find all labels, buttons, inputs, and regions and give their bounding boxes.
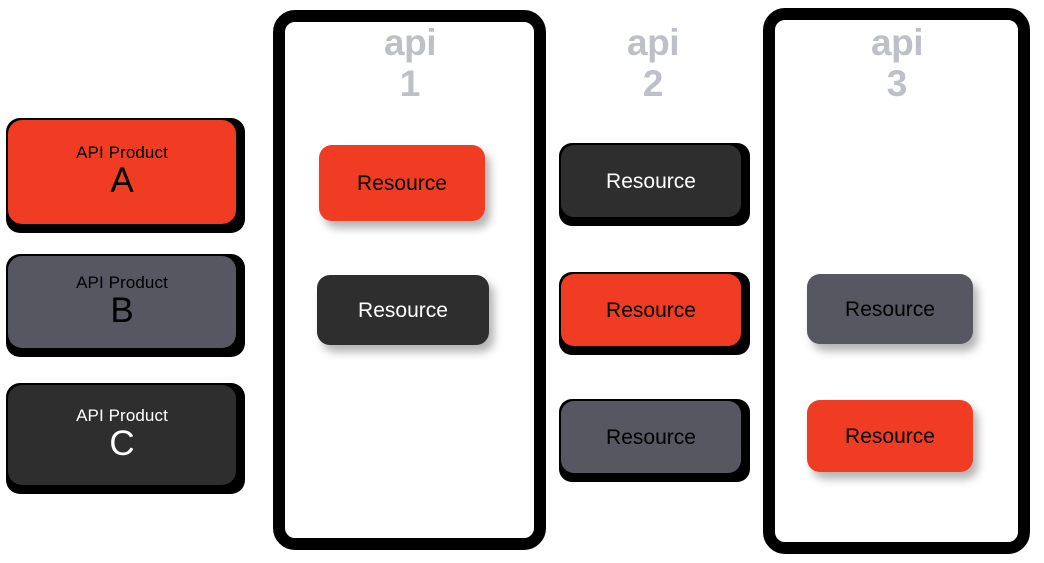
api-product-letter: C [109, 424, 135, 464]
api-heading-word: api [627, 22, 679, 63]
resource-label: Resource [845, 297, 935, 321]
resource-box[interactable]: Resource [807, 274, 973, 344]
api-product-title: API Product [76, 406, 168, 426]
resource-box[interactable]: Resource [561, 401, 741, 473]
resource-box[interactable]: Resource [319, 145, 485, 221]
resource-box[interactable]: Resource [561, 274, 741, 346]
api-heading-number: 1 [399, 62, 421, 104]
resource-box[interactable]: Resource [807, 400, 973, 472]
resource-box[interactable]: Resource [317, 275, 489, 345]
api-heading-number: 2 [642, 62, 664, 104]
resource-label: Resource [358, 298, 448, 322]
resource-label: Resource [845, 424, 935, 448]
resource-label: Resource [606, 425, 696, 449]
api-heading-number: 3 [886, 62, 908, 104]
resource-box[interactable]: Resource [561, 145, 741, 217]
api-product-letter: A [110, 161, 134, 201]
resource-label: Resource [606, 169, 696, 193]
resource-label: Resource [357, 171, 447, 195]
api-product-letter: B [110, 291, 134, 331]
api-heading-word: api [384, 22, 436, 63]
api-product-title: API Product [76, 143, 168, 163]
api-heading-word: api [871, 22, 923, 63]
api-product-title: API Product [76, 273, 168, 293]
resource-label: Resource [606, 298, 696, 322]
